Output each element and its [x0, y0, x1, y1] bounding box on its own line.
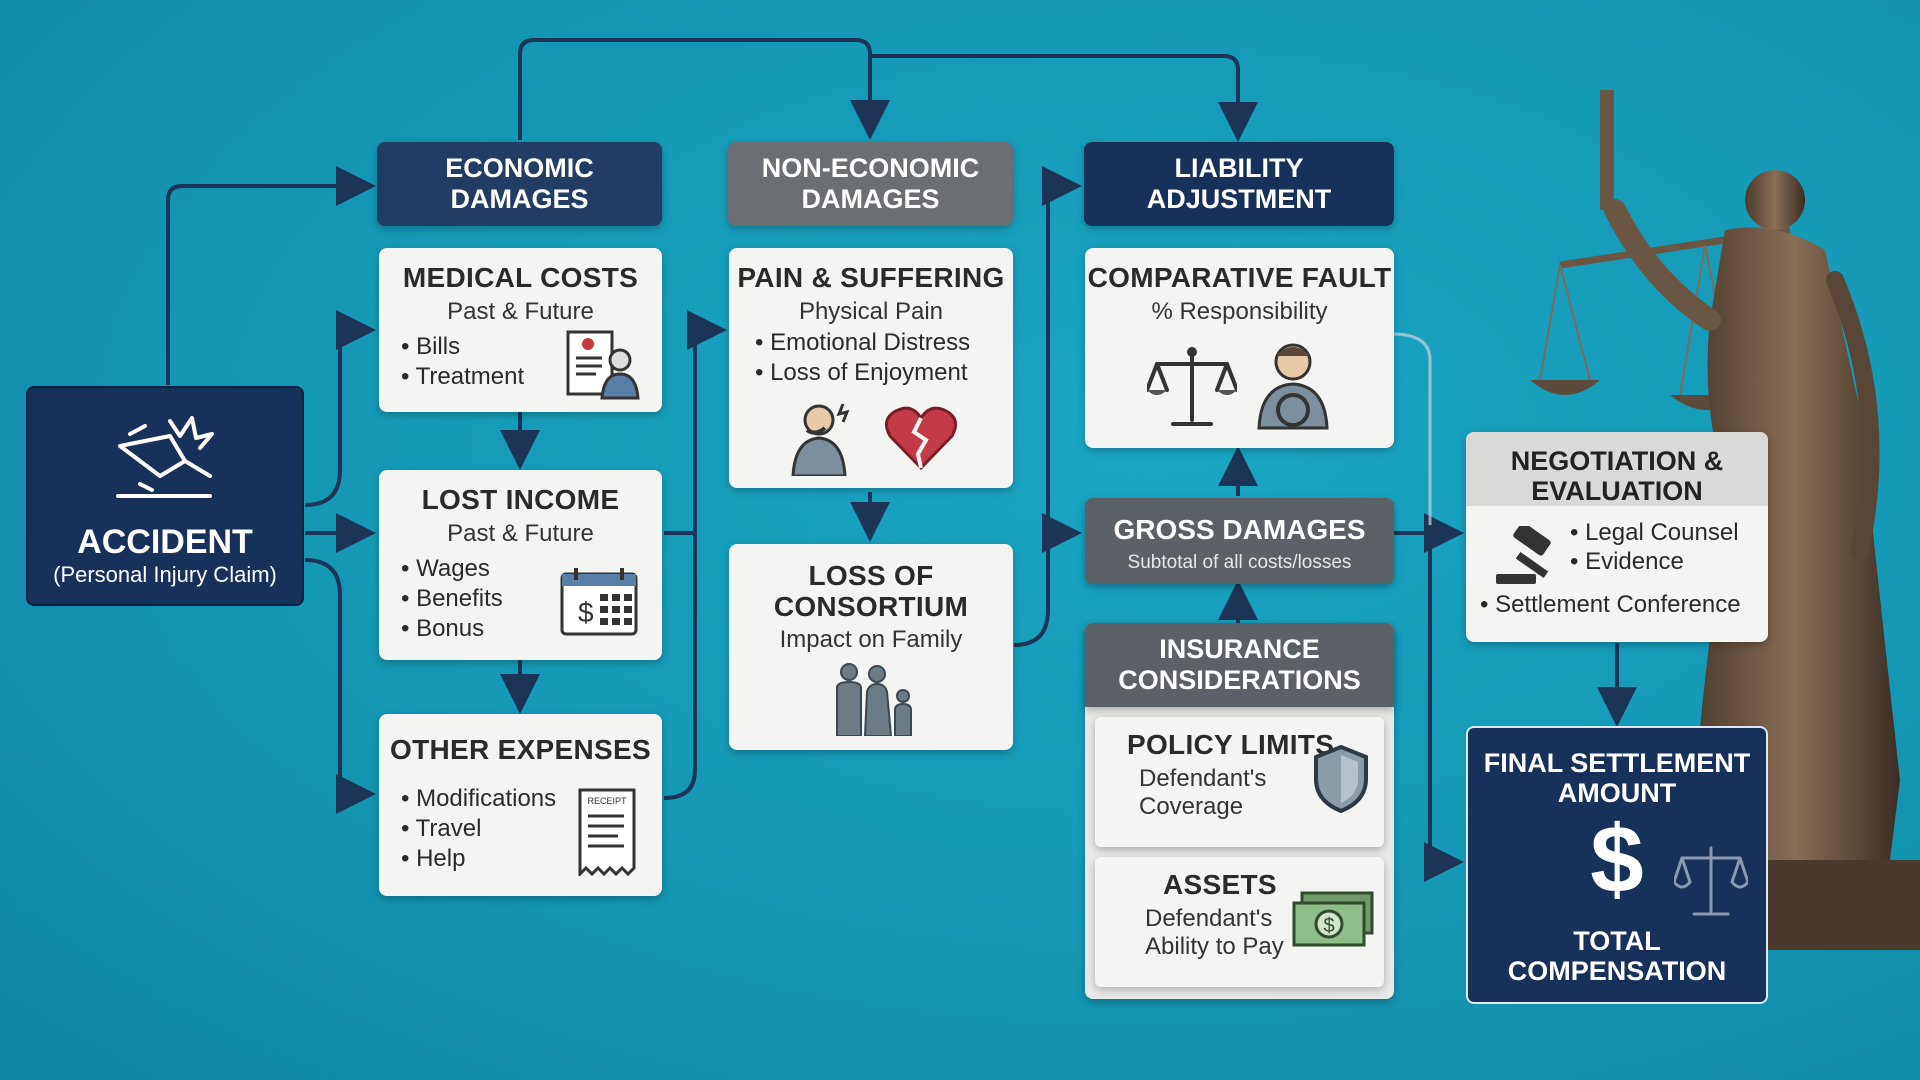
pain-suffering-title: PAIN & SUFFERING [737, 262, 1005, 293]
lost-income-card: LOST INCOME Past & Future Wages Benefits… [379, 470, 662, 660]
pain-suffering-sub: Physical Pain [798, 298, 944, 325]
final-title-line: AMOUNT [1557, 778, 1677, 808]
assets-title: ASSETS [1163, 869, 1277, 900]
header-line: DAMAGES [450, 184, 589, 214]
consortium-title-line: CONSORTIUM [773, 591, 969, 622]
svg-text:$: $ [578, 597, 594, 628]
shield-icon [1314, 745, 1368, 813]
policy-limits-sub: Defendant's Coverage [1095, 765, 1384, 821]
list-item: Bills [401, 332, 662, 362]
negotiation-evaluation-card: NEGOTIATION & EVALUATION Legal Counsel E… [1466, 432, 1768, 642]
cash-money-icon: $ [1292, 891, 1374, 947]
header-line: LIABILITY [1174, 153, 1304, 183]
assets-sub: Defendant's Ability to Pay [1095, 905, 1384, 961]
list-item: Treatment [401, 362, 662, 392]
lady-justice-statue [1530, 90, 1920, 950]
negotiation-list: Legal Counsel Evidence [1466, 518, 1739, 576]
header-line: NEGOTIATION & [1510, 446, 1724, 476]
other-expenses-title: OTHER EXPENSES [390, 734, 651, 765]
gross-damages-sub: Subtotal of all costs/losses [1127, 552, 1352, 573]
final-settlement-title: FINAL SETTLEMENT AMOUNT [1468, 748, 1766, 808]
insurance-considerations-group: INSURANCE CONSIDERATIONS POLICY LIMITS D… [1085, 623, 1394, 999]
receipt-label: RECEIPT [587, 796, 627, 806]
list-item: Loss of Enjoyment [755, 358, 1013, 388]
policy-sub-line: Coverage [1139, 793, 1244, 820]
pain-suffering-card: PAIN & SUFFERING Physical Pain Emotional… [729, 248, 1013, 488]
policy-limits-title: POLICY LIMITS [1127, 729, 1335, 760]
list-item: Legal Counsel [1570, 518, 1738, 547]
lost-income-list: Wages Benefits Bonus [379, 554, 662, 644]
small-scales-icon [1674, 846, 1748, 916]
assets-sub-line: Defendant's [1145, 905, 1273, 932]
header-line: NON-ECONOMIC [761, 153, 980, 183]
family-icon [836, 663, 912, 736]
lost-income-sub: Past & Future [447, 520, 594, 547]
list-item: Wages [401, 554, 662, 584]
consortium-title: LOSS OF CONSORTIUM [729, 560, 1013, 622]
scales-icon [1147, 347, 1237, 426]
list-item: Evidence [1570, 547, 1739, 576]
assets-sub-line: Ability to Pay [1145, 933, 1284, 960]
list-item: Travel [401, 814, 662, 844]
final-bottom-line: TOTAL [1573, 926, 1661, 956]
dollar-sign-icon: $ [1590, 806, 1644, 913]
header-line: ECONOMIC [445, 153, 594, 183]
list-item: Help [401, 844, 662, 874]
medical-costs-card: MEDICAL COSTS Past & Future Bills Treatm… [379, 248, 662, 412]
gavel-icon [1496, 526, 1551, 584]
policy-limits-card: POLICY LIMITS Defendant's Coverage [1095, 717, 1384, 847]
medical-document-doctor-icon [566, 330, 640, 400]
header-line: INSURANCE [1159, 634, 1320, 664]
consortium-sub: Impact on Family [779, 626, 963, 653]
medical-costs-list: Bills Treatment [379, 332, 662, 392]
header-line: ADJUSTMENT [1146, 184, 1332, 214]
list-item: Emotional Distress [755, 328, 1013, 358]
header-line: DAMAGES [801, 184, 940, 214]
policy-sub-line: Defendant's [1139, 765, 1267, 792]
lost-income-title: LOST INCOME [421, 484, 620, 515]
crash-icon [116, 416, 214, 498]
final-settlement-box: FINAL SETTLEMENT AMOUNT $ TOTAL COMPENSA… [1466, 726, 1768, 1004]
accident-box: ACCIDENT (Personal Injury Claim) [26, 386, 304, 606]
receipt-icon: RECEIPT [578, 788, 636, 876]
gross-damages-title: GROSS DAMAGES [1113, 514, 1366, 545]
final-title-line: FINAL SETTLEMENT [1483, 748, 1751, 778]
negotiation-list-extra: Settlement Conference [1466, 590, 1740, 620]
other-expenses-card: OTHER EXPENSES Modifications Travel Help… [379, 714, 662, 896]
list-item: Modifications [401, 784, 662, 814]
list-item: Settlement Conference [1480, 590, 1740, 620]
comparative-fault-title: COMPARATIVE FAULT [1087, 262, 1392, 293]
comparative-fault-sub: % Responsibility [1151, 298, 1328, 325]
comparative-fault-card: COMPARATIVE FAULT % Responsibility [1085, 248, 1394, 448]
insurance-considerations-header: INSURANCE CONSIDERATIONS [1085, 623, 1394, 707]
list-item: Bonus [401, 614, 662, 644]
accident-title: ACCIDENT [77, 523, 253, 561]
driver-icon [1257, 343, 1329, 430]
gross-damages-box: GROSS DAMAGES Subtotal of all costs/loss… [1085, 498, 1394, 584]
assets-card: ASSETS Defendant's Ability to Pay $ [1095, 857, 1384, 987]
list-item: Benefits [401, 584, 662, 614]
other-expenses-list: Modifications Travel Help [379, 784, 662, 874]
broken-heart-icon [884, 406, 958, 470]
header-line: CONSIDERATIONS [1118, 665, 1361, 695]
loss-of-consortium-card: LOSS OF CONSORTIUM Impact on Family [729, 544, 1013, 750]
calendar-dollar-icon: $ [560, 568, 638, 636]
pain-suffering-list: Emotional Distress Loss of Enjoyment [729, 328, 1013, 388]
negotiation-header: NEGOTIATION & EVALUATION [1466, 432, 1768, 506]
medical-costs-title: MEDICAL COSTS [402, 262, 639, 293]
header-line: EVALUATION [1531, 476, 1703, 506]
distressed-person-icon [791, 403, 850, 476]
final-bottom-line: COMPENSATION [1507, 956, 1727, 986]
total-compensation-label: TOTAL COMPENSATION [1468, 926, 1766, 986]
svg-text:$: $ [1323, 915, 1334, 937]
accident-subtitle: (Personal Injury Claim) [53, 562, 277, 587]
medical-costs-sub: Past & Future [447, 298, 594, 325]
consortium-title-line: LOSS OF [808, 560, 934, 591]
